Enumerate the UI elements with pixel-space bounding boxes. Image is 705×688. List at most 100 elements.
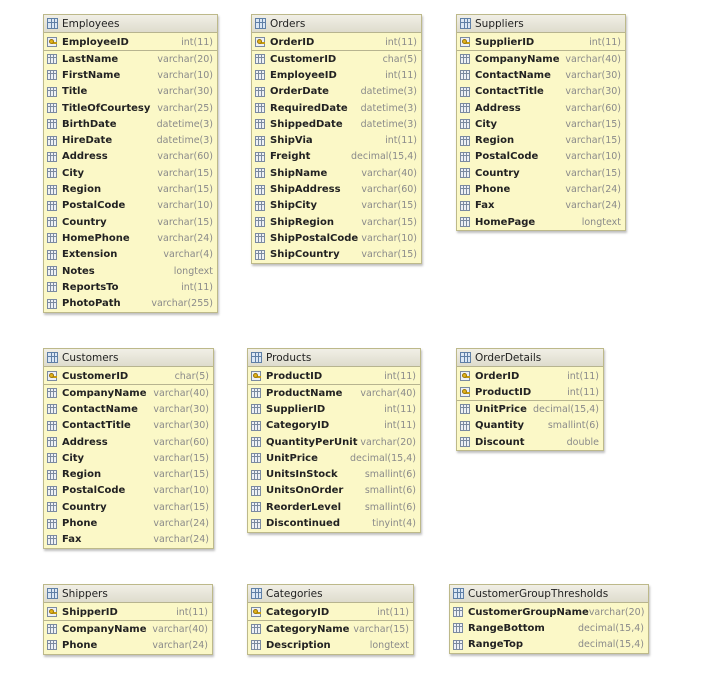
column-icon [47,119,57,130]
table-header[interactable]: Products [248,349,420,367]
table-header[interactable]: CustomerGroupThresholds [450,585,648,603]
table-icon [47,18,58,29]
table-header[interactable]: Categories [248,585,413,603]
column-type: datetime(3) [156,135,213,147]
table-header[interactable]: Customers [44,349,213,367]
table-header[interactable]: Suppliers [457,15,625,33]
column-icon [47,640,57,651]
table-header[interactable]: OrderDetails [457,349,603,367]
table-header[interactable]: Employees [44,15,217,33]
table-header[interactable]: Shippers [44,585,212,603]
table-header[interactable]: Orders [252,15,421,33]
